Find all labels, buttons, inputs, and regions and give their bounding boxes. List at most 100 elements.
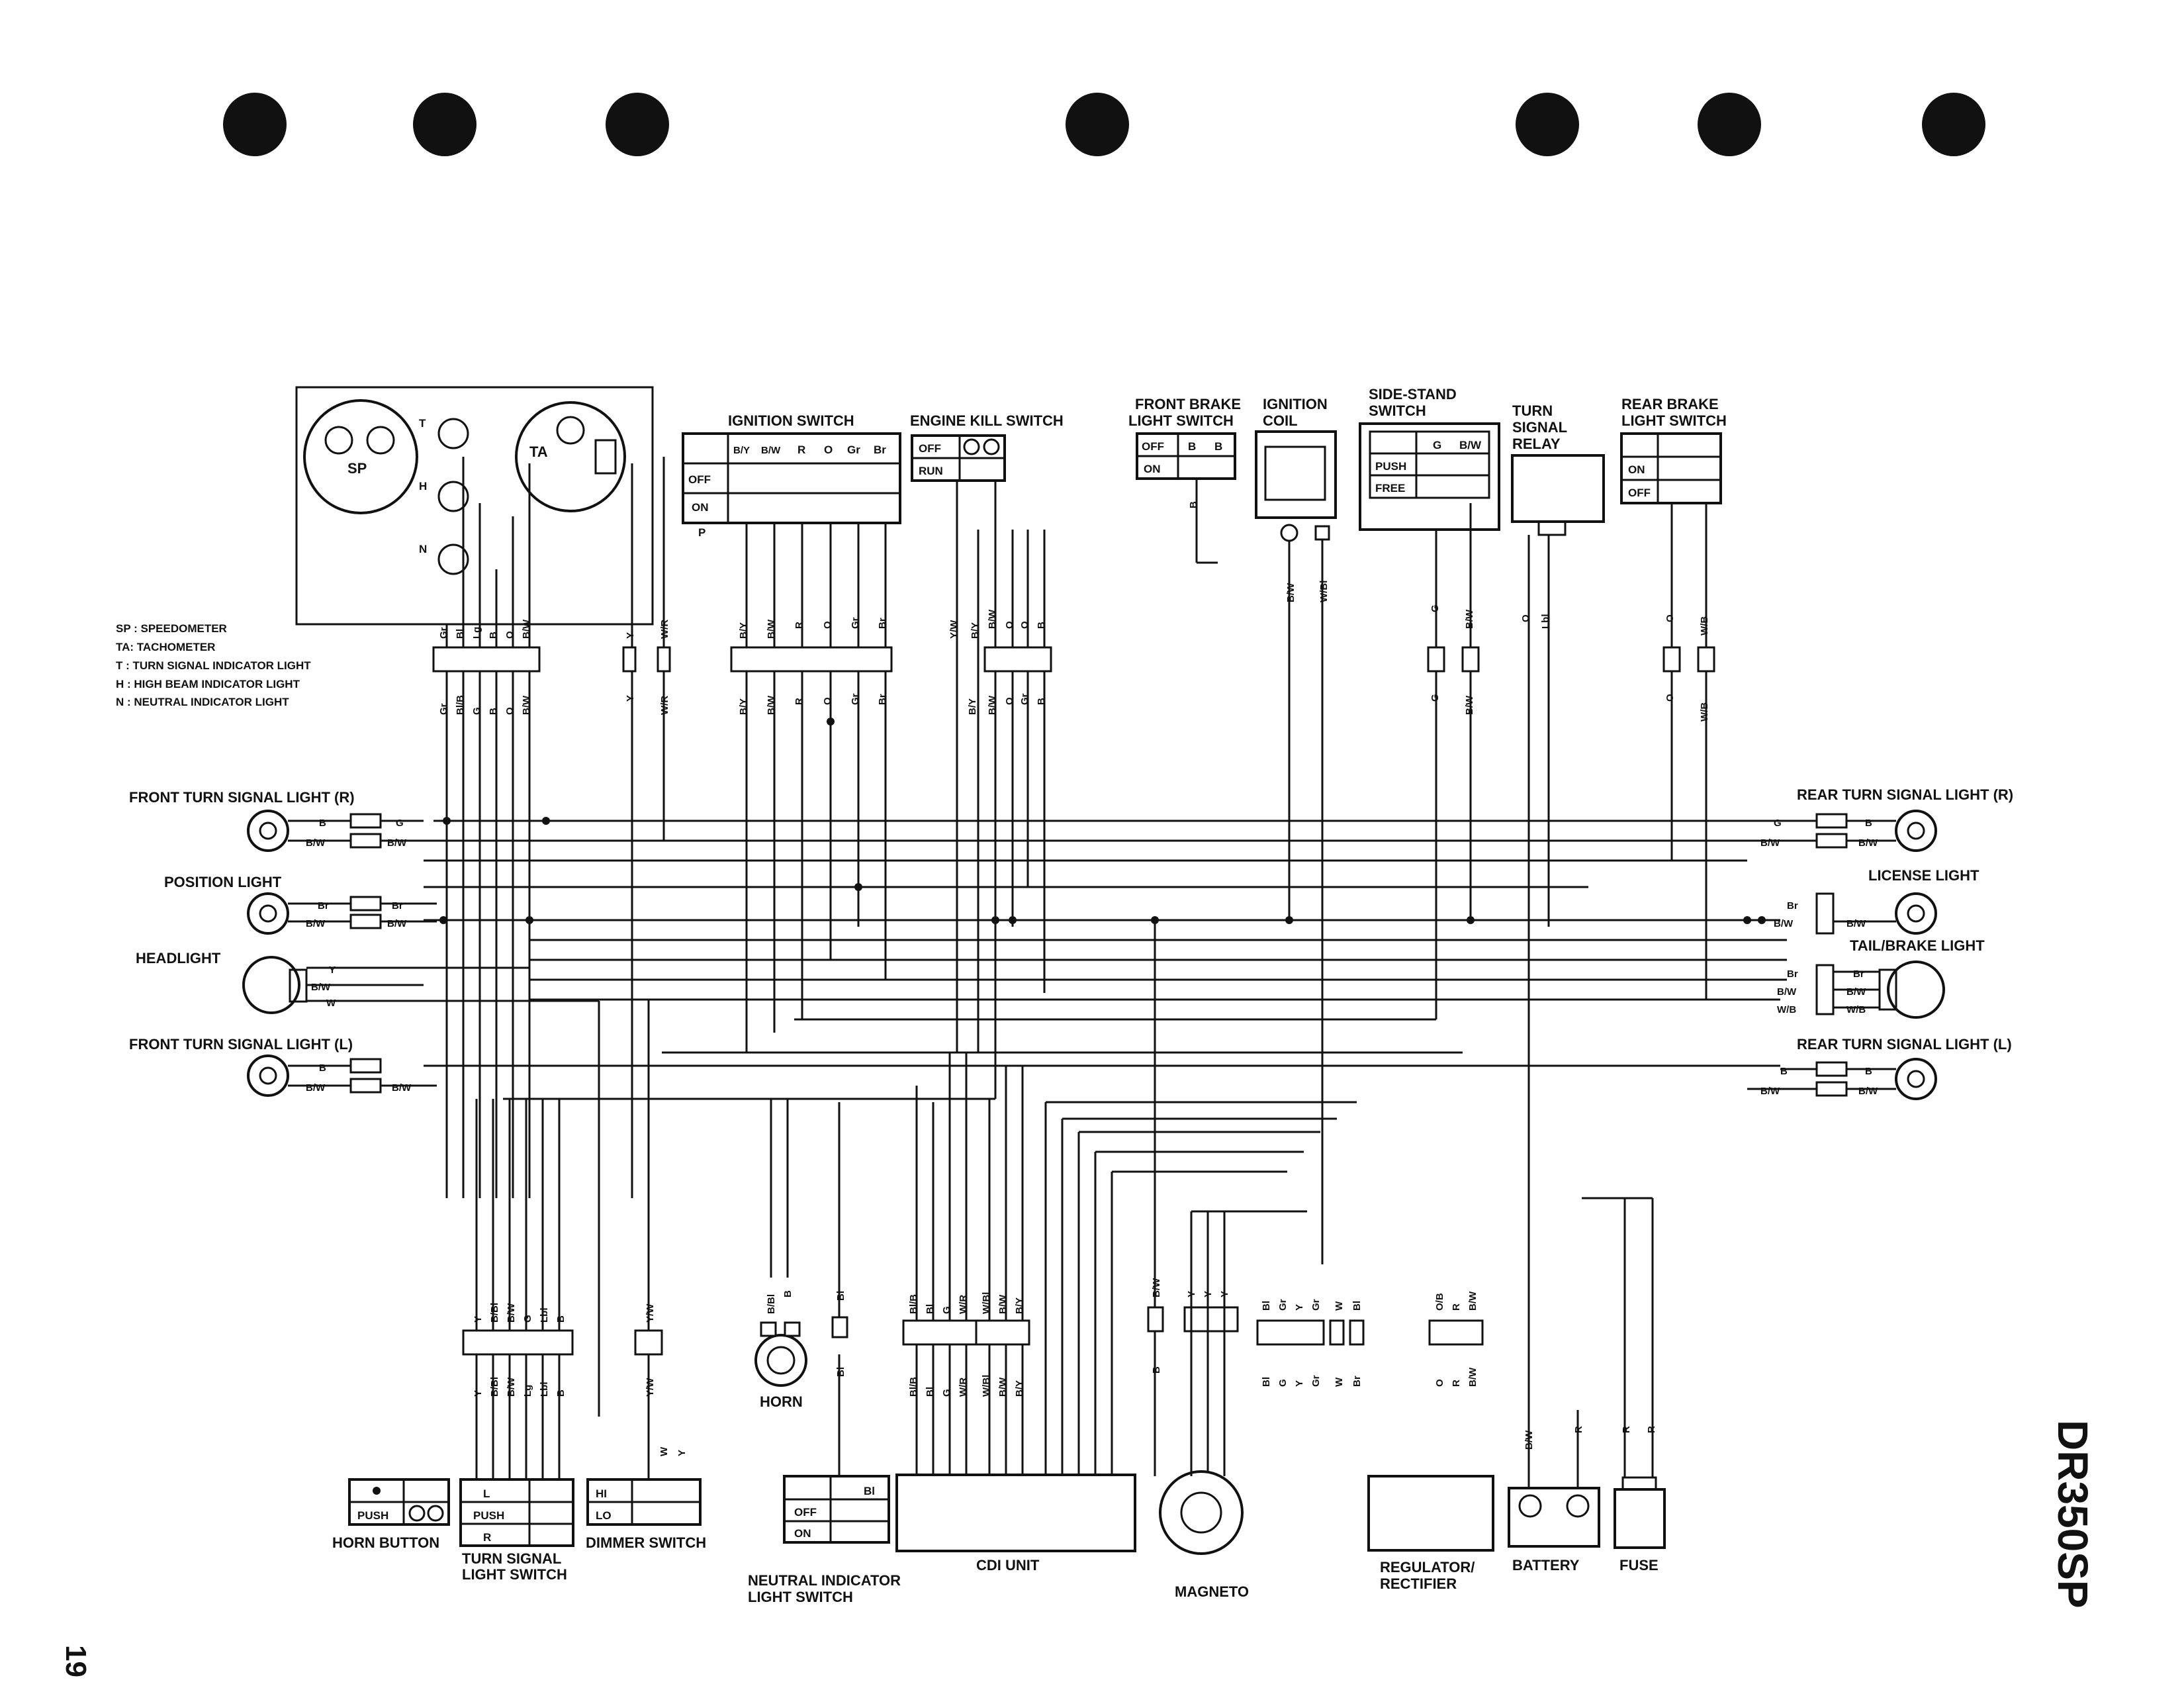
front-turn-signal-r: FRONT TURN SIGNAL LIGHT (R) B B/W G B/W [129, 789, 424, 852]
horn-button: PUSH HORN BUTTON [332, 1478, 450, 1551]
svg-text:Gr: Gr [1310, 1375, 1322, 1387]
horn: HORN B/Bl B [754, 1290, 807, 1410]
svg-text:IGNITION: IGNITION [1263, 396, 1328, 412]
ignition-connector [730, 646, 893, 673]
svg-text:LIGHT SWITCH: LIGHT SWITCH [1621, 412, 1727, 429]
svg-text:B: B [1151, 1366, 1162, 1374]
svg-text:LIGHT SWITCH: LIGHT SWITCH [462, 1566, 567, 1583]
svg-text:Y: Y [473, 1316, 484, 1323]
legend: SP : SPEEDOMETER TA: TACHOMETER T : TURN… [116, 622, 311, 708]
svg-text:RELAY: RELAY [1512, 436, 1561, 452]
svg-text:Gr: Gr [1277, 1299, 1289, 1311]
svg-text:TURN: TURN [1512, 402, 1553, 419]
svg-text:B: B [488, 632, 499, 639]
svg-text:LIGHT SWITCH: LIGHT SWITCH [748, 1589, 853, 1605]
svg-text:ENGINE KILL SWITCH: ENGINE KILL SWITCH [910, 412, 1064, 429]
svg-text:LIGHT SWITCH: LIGHT SWITCH [1128, 412, 1234, 429]
svg-text:FRONT TURN SIGNAL LIGHT (R): FRONT TURN SIGNAL LIGHT (R) [129, 789, 355, 806]
svg-text:W: W [1334, 1301, 1345, 1311]
svg-text:B: B [1214, 440, 1222, 453]
svg-text:COIL: COIL [1263, 412, 1298, 429]
cdi-wiring [915, 1053, 1357, 1475]
svg-text:Lbl: Lbl [539, 1308, 550, 1323]
svg-text:B: B [319, 818, 326, 829]
rear-brake-connector-wb [1697, 646, 1715, 673]
svg-text:G: G [522, 1315, 533, 1323]
side-stand-connector-bw [1461, 646, 1480, 673]
svg-text:Y: Y [1294, 1380, 1305, 1387]
svg-text:REAR TURN SIGNAL LIGHT (L): REAR TURN SIGNAL LIGHT (L) [1797, 1036, 2012, 1053]
svg-text:Y: Y [676, 1450, 688, 1456]
punch-holes [223, 93, 1985, 156]
svg-text:W/B: W/B [1846, 1004, 1866, 1015]
svg-text:B: B [782, 1290, 794, 1297]
fuse: FUSE R R [1582, 1197, 1666, 1573]
wiring-harness [424, 457, 1787, 1264]
svg-text:SIGNAL: SIGNAL [1512, 419, 1567, 436]
svg-text:O: O [1664, 614, 1676, 622]
svg-text:G: G [1433, 439, 1441, 451]
svg-text:ON: ON [1144, 463, 1161, 475]
svg-text:W/B: W/B [1699, 616, 1710, 635]
engine-kill-switch: ENGINE KILL SWITCH OFF RUN [910, 412, 1064, 482]
svg-text:B: B [1865, 1066, 1872, 1077]
svg-text:Bl: Bl [1261, 1301, 1272, 1311]
svg-text:B/Y: B/Y [733, 445, 750, 456]
legend-item: H : HIGH BEAM INDICATOR LIGHT [116, 678, 300, 690]
svg-text:B/W: B/W [506, 1377, 517, 1397]
svg-text:B/W: B/W [392, 1082, 412, 1094]
svg-text:Br: Br [1351, 1376, 1363, 1387]
svg-text:W/B: W/B [1777, 1004, 1796, 1015]
svg-text:DIMMER SWITCH: DIMMER SWITCH [586, 1534, 706, 1551]
svg-text:IGNITION SWITCH: IGNITION SWITCH [728, 412, 854, 429]
svg-text:G: G [941, 1306, 952, 1314]
svg-text:SWITCH: SWITCH [1369, 402, 1426, 419]
svg-text:G: G [1774, 818, 1782, 829]
svg-text:B/W: B/W [1774, 918, 1794, 929]
sp-label: SP [347, 460, 367, 477]
svg-text:B/W: B/W [506, 1303, 517, 1323]
svg-text:FRONT TURN SIGNAL LIGHT (L): FRONT TURN SIGNAL LIGHT (L) [129, 1036, 353, 1053]
svg-text:OFF: OFF [1142, 440, 1164, 453]
svg-text:REAR TURN SIGNAL LIGHT (R): REAR TURN SIGNAL LIGHT (R) [1797, 786, 2013, 803]
svg-text:B/W: B/W [1760, 837, 1780, 849]
svg-text:R: R [483, 1531, 491, 1544]
svg-text:REAR BRAKE: REAR BRAKE [1621, 396, 1719, 412]
svg-text:POSITION LIGHT: POSITION LIGHT [164, 874, 282, 890]
svg-text:PUSH: PUSH [473, 1509, 504, 1522]
dimmer-connector [634, 1329, 663, 1356]
svg-text:OFF: OFF [688, 473, 711, 486]
svg-text:HORN: HORN [760, 1393, 803, 1410]
svg-text:B/W: B/W [761, 445, 781, 456]
svg-text:B/W: B/W [1459, 439, 1482, 451]
svg-text:B/W: B/W [1151, 1278, 1162, 1297]
svg-text:LICENSE LIGHT: LICENSE LIGHT [1868, 867, 1979, 884]
license-light: LICENSE LIGHT Br B/W B/W [1774, 867, 1979, 935]
svg-text:B/W: B/W [1760, 1086, 1780, 1097]
lower-harness [475, 1000, 841, 1479]
svg-text:G: G [396, 818, 404, 829]
svg-text:Br: Br [392, 900, 403, 912]
svg-text:RECTIFIER: RECTIFIER [1380, 1575, 1457, 1592]
svg-text:B/Y: B/Y [967, 698, 978, 715]
svg-text:Bl: Bl [1351, 1301, 1363, 1311]
svg-text:G: G [471, 707, 482, 715]
svg-text:B/W: B/W [306, 1082, 326, 1094]
svg-text:RUN: RUN [919, 465, 943, 477]
tail-brake-light: TAIL/BRAKE LIGHT Br Br B/W B/W W/B W/B [1777, 937, 1985, 1019]
turn-signal-light-switch: L PUSH R TURN SIGNAL LIGHT SWITCH [459, 1478, 574, 1583]
svg-text:LO: LO [596, 1509, 612, 1522]
svg-text:CDI UNIT: CDI UNIT [976, 1557, 1040, 1573]
svg-text:Bl: Bl [864, 1485, 875, 1497]
svg-text:FRONT BRAKE: FRONT BRAKE [1135, 396, 1241, 412]
svg-text:B: B [555, 1315, 567, 1323]
svg-text:B/W: B/W [1846, 986, 1866, 998]
svg-text:SIDE-STAND: SIDE-STAND [1369, 386, 1457, 402]
svg-text:NEUTRAL INDICATOR: NEUTRAL INDICATOR [748, 1572, 901, 1589]
legend-item: TA: TACHOMETER [116, 641, 215, 653]
svg-text:O: O [1434, 1379, 1445, 1387]
svg-text:OFF: OFF [919, 442, 941, 455]
svg-text:ON: ON [1628, 463, 1645, 476]
svg-text:R: R [794, 622, 805, 629]
svg-text:R: R [1621, 1426, 1632, 1433]
